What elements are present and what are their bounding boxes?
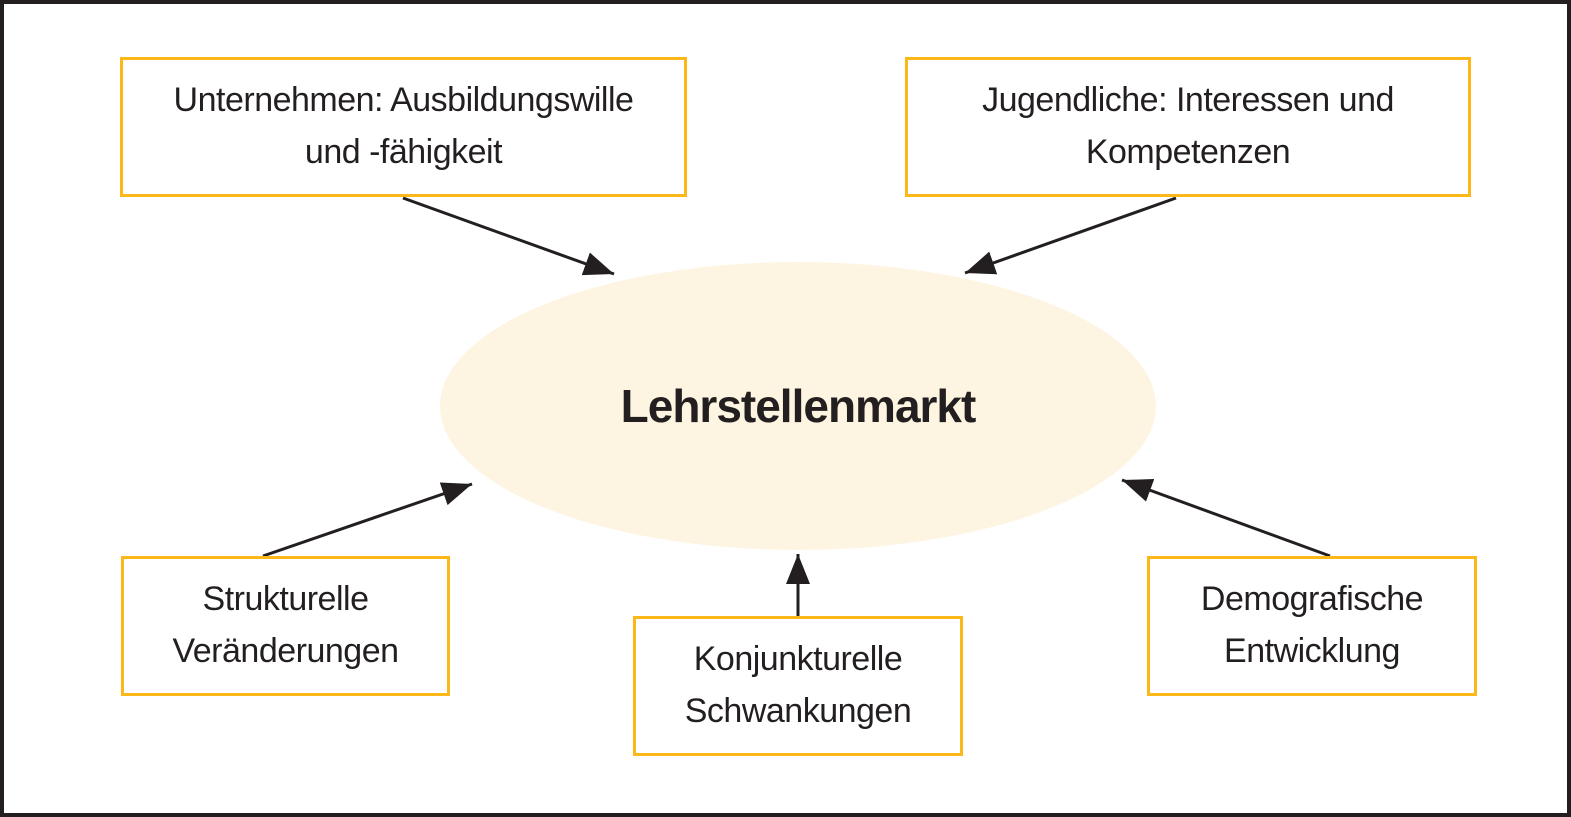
box-konjunkturelle-line2: Schwankungen	[684, 692, 912, 730]
arrow-unternehmen-to-center	[402, 196, 615, 276]
box-demografische-line2: Entwicklung	[1224, 632, 1400, 670]
box-unternehmen: Unternehmen: Ausbildungswille und -fähig…	[120, 57, 687, 197]
arrow-strukturelle-to-center	[262, 482, 473, 558]
arrow-jugendliche-to-center	[964, 196, 1177, 275]
box-demografische-line1: Demografische	[1200, 580, 1424, 619]
box-jugendliche-line1: Jugendliche: Interessen und	[982, 81, 1394, 120]
center-ellipse-label: Lehrstellenmarkt	[620, 380, 977, 432]
box-strukturelle-line2: Veränderungen	[172, 632, 399, 670]
arrow-demografische-to-center	[1121, 478, 1331, 558]
box-konjunkturelle: Konjunkturelle Schwankungen	[633, 616, 963, 756]
box-demografische: Demografische Entwicklung	[1147, 556, 1477, 696]
box-jugendliche: Jugendliche: Interessen und Kompetenzen	[905, 57, 1471, 197]
box-strukturelle: Strukturelle Veränderungen	[121, 556, 450, 696]
center-ellipse-lehrstellenmarkt: Lehrstellenmarkt	[440, 262, 1156, 550]
box-konjunkturelle-line1: Konjunkturelle	[693, 640, 903, 679]
box-jugendliche-line2: Kompetenzen	[1085, 133, 1291, 171]
box-unternehmen-line1: Unternehmen: Ausbildungswille	[173, 81, 634, 120]
box-unternehmen-line2: und -fähigkeit	[304, 133, 503, 171]
box-strukturelle-line1: Strukturelle	[202, 580, 369, 619]
